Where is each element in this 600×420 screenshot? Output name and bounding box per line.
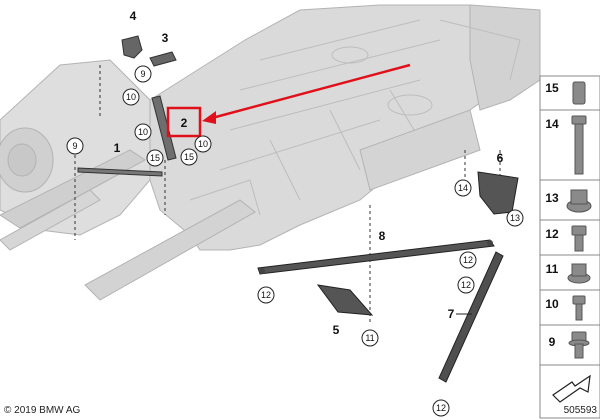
legend-14: 14 (545, 117, 559, 131)
bracket-part-6 (477, 171, 519, 215)
callout-15: 15 (150, 153, 160, 163)
plate-part-5 (316, 284, 374, 316)
link-part-3 (149, 51, 177, 67)
label-part-5: 5 (333, 323, 340, 337)
legend-9: 9 (549, 335, 556, 349)
callout-9: 9 (72, 141, 77, 151)
label-part-7: 7 (448, 307, 455, 321)
circle-callouts (66, 65, 524, 417)
callout-9: 9 (140, 69, 145, 79)
bolt-icon (571, 225, 587, 252)
diagram-id: 505593 (564, 405, 598, 416)
fastener-legend: 15 14 13 12 11 10 9 (539, 75, 600, 419)
label-part-8: 8 (379, 229, 386, 243)
label-part-2: 2 (181, 116, 188, 130)
legend-12: 12 (545, 227, 559, 241)
strut-part-2 (151, 95, 177, 161)
legend-10: 10 (545, 297, 559, 311)
callout-11: 11 (365, 333, 374, 343)
callout-15: 15 (184, 152, 194, 162)
label-part-1: 1 (114, 141, 121, 155)
callout-14: 14 (458, 183, 468, 193)
callout-12: 12 (261, 290, 271, 300)
callout-12: 12 (461, 280, 471, 290)
long-bolt-icon (571, 115, 587, 175)
label-part-6: 6 (497, 151, 504, 165)
circle-callout-labels: 9 10 10 9 15 10 15 14 13 12 12 12 11 12 (72, 69, 520, 413)
label-part-4: 4 (130, 9, 137, 23)
callout-12: 12 (463, 255, 473, 265)
legend-11: 11 (546, 262, 559, 276)
rod-part-1 (77, 167, 163, 177)
direction-arrow-icon (552, 374, 591, 403)
callout-10: 10 (138, 127, 148, 137)
highlight-callout[interactable]: 2 (166, 63, 411, 138)
parts (77, 35, 519, 383)
copyright-text: © 2019 BMW AG (4, 405, 81, 416)
bar-part-8 (257, 239, 495, 275)
car-body-illustration (0, 4, 541, 301)
label-part-3: 3 (162, 31, 169, 45)
callout-12: 12 (436, 403, 446, 413)
callout-10: 10 (198, 139, 208, 149)
flange-nut-icon (566, 189, 592, 213)
legend-15: 15 (545, 81, 559, 95)
callout-13: 13 (510, 213, 520, 223)
collar-nut-icon (567, 263, 591, 284)
callout-10: 10 (126, 92, 136, 102)
washer-bolt-icon (568, 331, 590, 359)
sleeve-icon (572, 81, 586, 105)
legend-13: 13 (545, 191, 559, 205)
bar-part-7 (438, 251, 504, 383)
flange-bolt-icon (572, 295, 586, 321)
bracket-part-4 (121, 35, 143, 59)
part-numbers: 4 3 1 8 6 7 5 (114, 9, 504, 337)
